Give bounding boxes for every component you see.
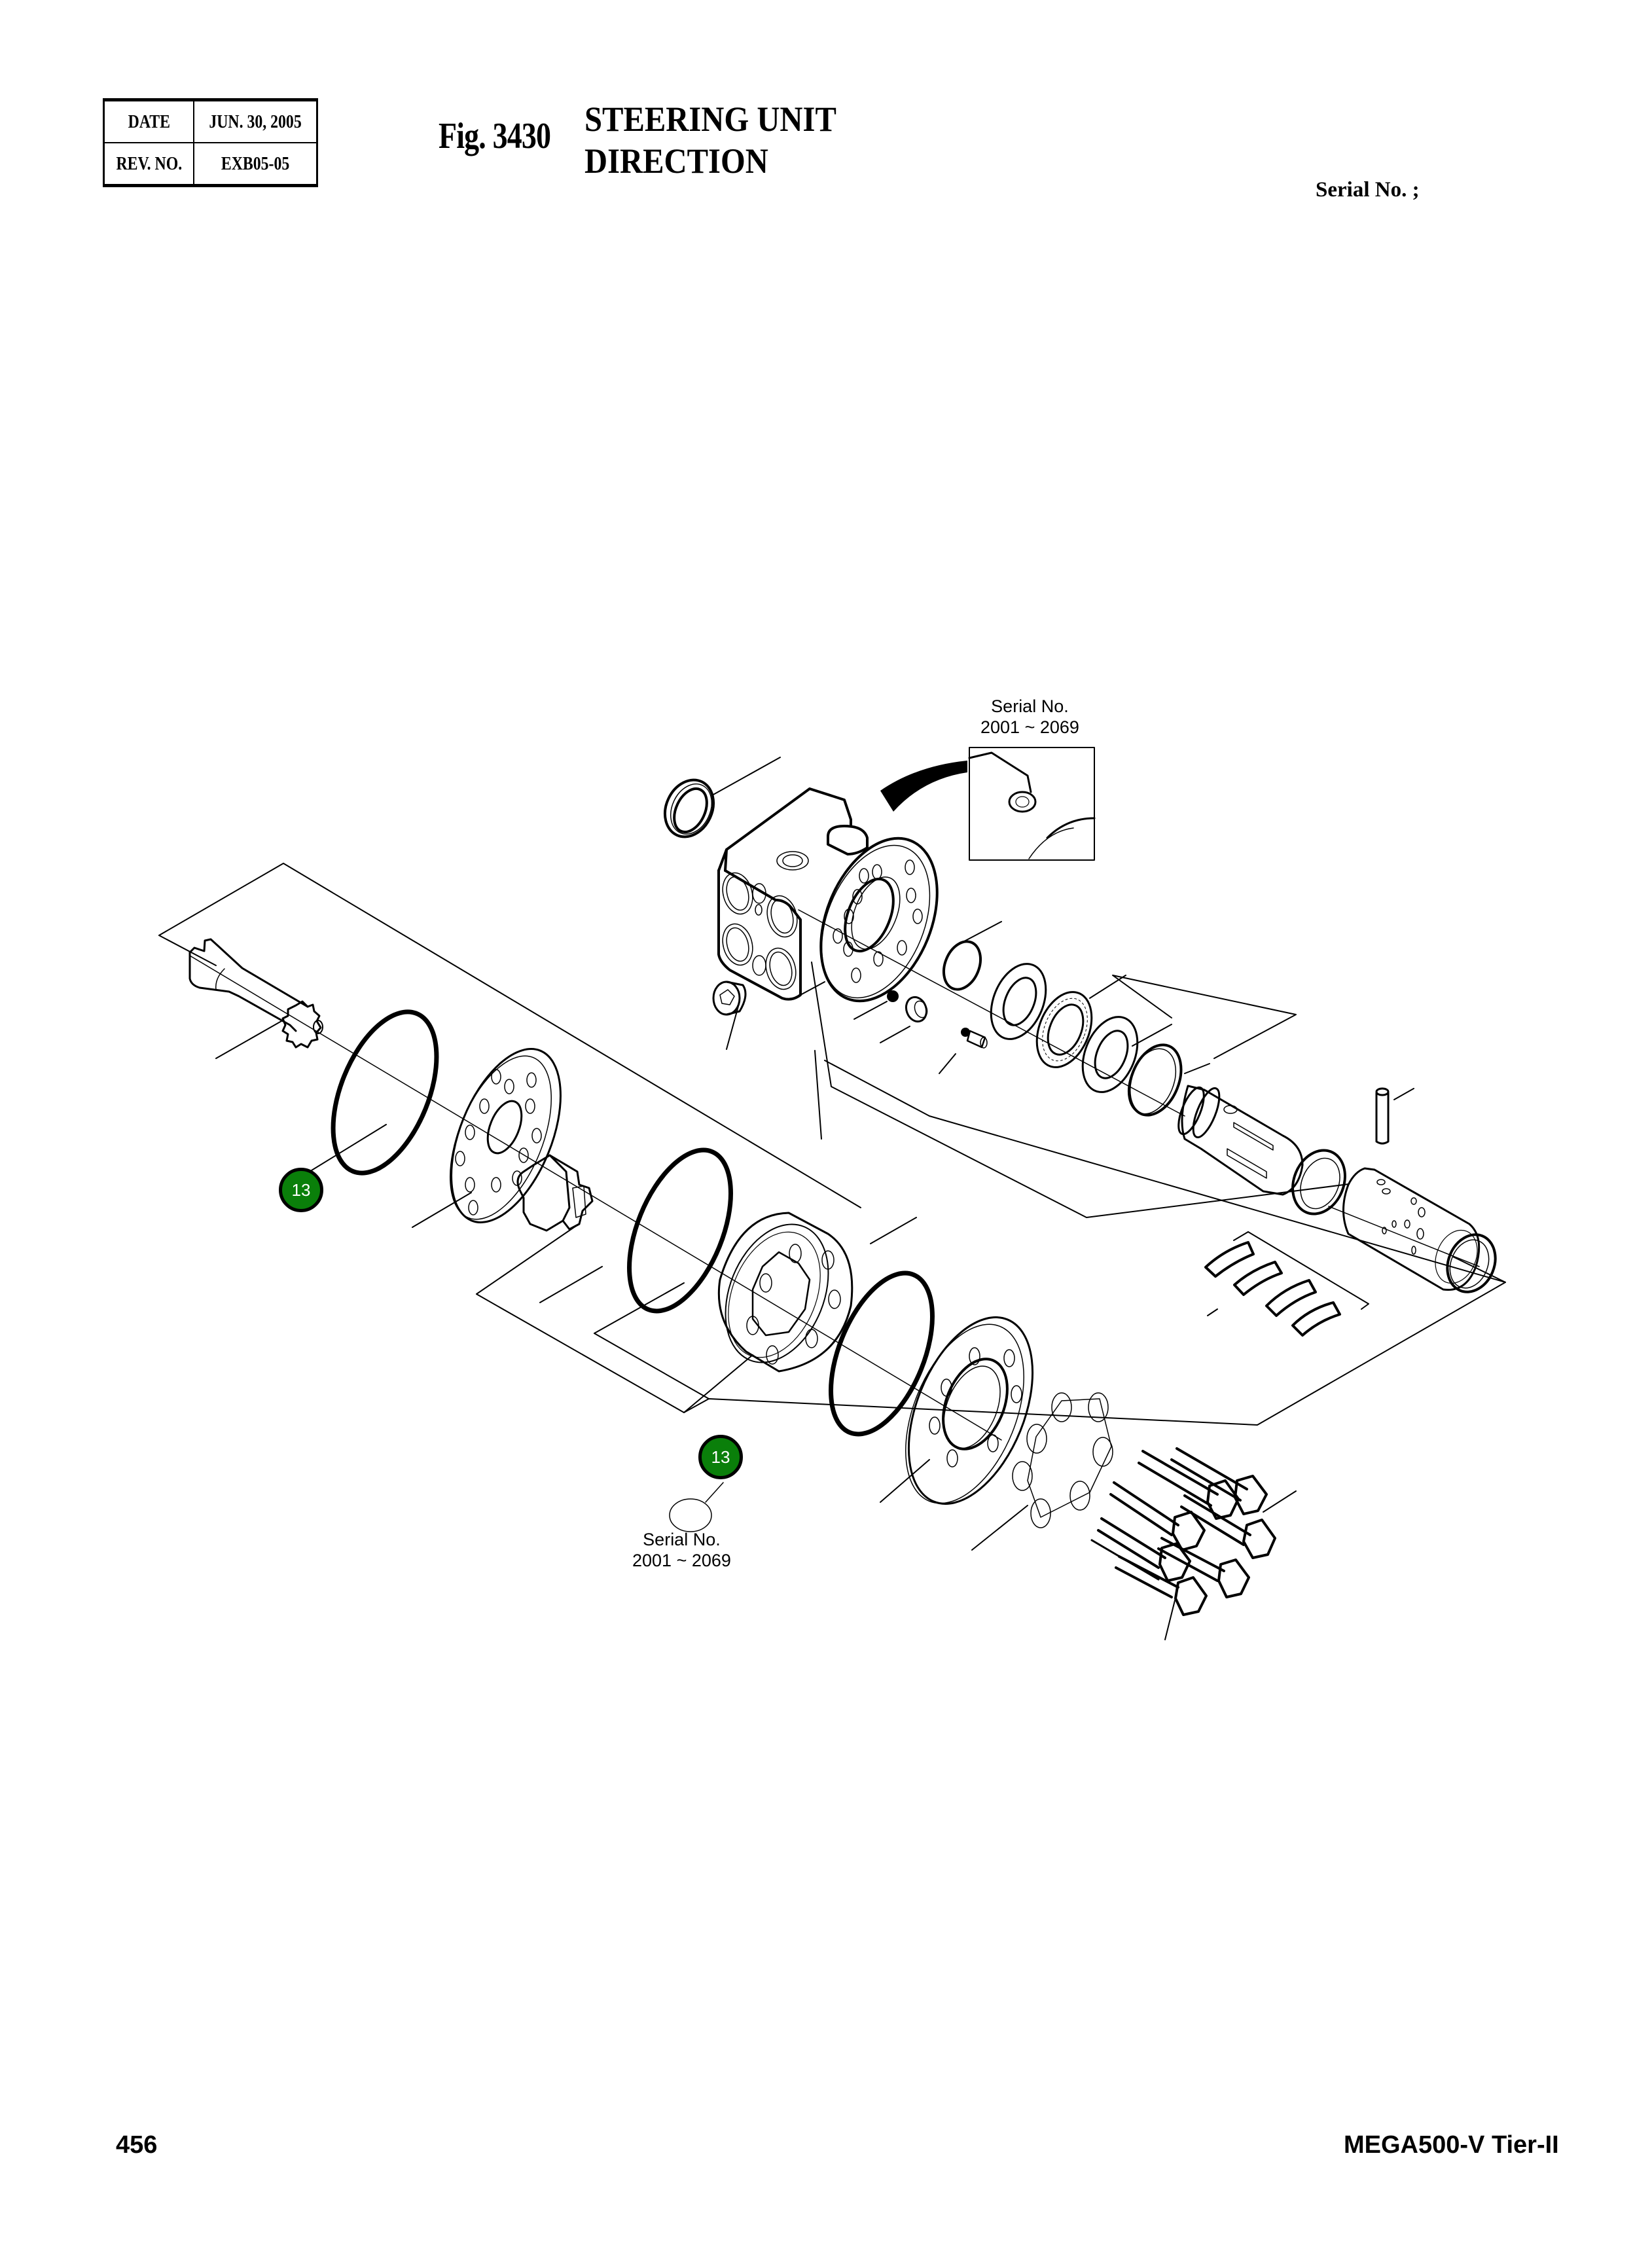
model-name: MEGA500-V Tier-II: [1344, 2131, 1559, 2159]
small-pin: [966, 1030, 988, 1049]
port-plug: [712, 981, 747, 1016]
end-cover: [905, 1316, 1034, 1505]
port-seal: [664, 778, 715, 838]
assembly-frame-lines: [158, 757, 1506, 1640]
date-row: DATE JUN. 30, 2005: [104, 99, 317, 143]
cross-pin: [1375, 1087, 1390, 1145]
distributor-plate: [450, 1048, 562, 1223]
check-ball-1: [887, 990, 899, 1002]
figure-number: Fig. 3430: [439, 116, 551, 156]
o-ring-2: [627, 1147, 733, 1314]
bolt-1: [1138, 1450, 1240, 1520]
o-ring-small: [943, 940, 982, 991]
lower-serial-range: 2001 ~ 2069: [632, 1551, 731, 1570]
lower-serial-label: Serial No.: [643, 1530, 721, 1549]
revision-info-table: DATE JUN. 30, 2005 REV. NO. EXB05-05: [103, 98, 318, 187]
gerotor-star: [516, 1154, 594, 1232]
spline-gear: [281, 1000, 322, 1049]
inset-serial-label: Serial No.: [991, 696, 1069, 716]
figure-title: STEERING UNIT DIRECTION: [584, 98, 836, 182]
bolt-washers: [1012, 1392, 1113, 1528]
serial-number-label: Serial No. ;: [1316, 178, 1420, 202]
serial-callout-ellipse: [669, 1498, 712, 1532]
cap-screws: [1090, 1447, 1276, 1616]
figure-title-line2: DIRECTION: [584, 141, 768, 181]
part-badge-13-oring[interactable]: 13: [279, 1168, 323, 1212]
check-ball-2: [961, 1028, 970, 1037]
bolt-4: [1180, 1494, 1276, 1559]
thrust-bearing-assembly: [990, 963, 1183, 1117]
serial-inset-detail: [880, 747, 1096, 861]
control-spool: [1177, 1085, 1346, 1216]
valve-housing: [717, 787, 939, 1003]
long-pin: [1090, 1539, 1160, 1581]
page-number: 456: [116, 2131, 158, 2159]
valve-seat: [905, 996, 928, 1023]
bolt-5: [1097, 1517, 1191, 1582]
revision-value: EXB05-05: [204, 142, 307, 187]
inset-serial-callout: Serial No. 2001 ~ 2069: [980, 696, 1079, 738]
o-ring-1: [331, 1009, 439, 1176]
control-sleeve: [1342, 1167, 1497, 1293]
input-shaft: [189, 938, 323, 1049]
date-value: JUN. 30, 2005: [204, 99, 307, 143]
revision-label: REV. NO.: [111, 142, 187, 187]
revision-row: REV. NO. EXB05-05: [104, 142, 317, 187]
lower-serial-callout: Serial No. 2001 ~ 2069: [632, 1529, 731, 1571]
centering-springs: [1204, 1241, 1341, 1337]
inset-serial-range: 2001 ~ 2069: [980, 717, 1079, 737]
figure-title-line1: STEERING UNIT: [584, 99, 836, 139]
date-label: DATE: [111, 99, 187, 143]
part-badge-13-lower[interactable]: 13: [698, 1435, 743, 1479]
o-ring-3: [829, 1270, 935, 1437]
bolt-6: [1157, 1537, 1250, 1598]
gerotor-ring: [717, 1212, 853, 1373]
bolt-2: [1170, 1447, 1268, 1515]
